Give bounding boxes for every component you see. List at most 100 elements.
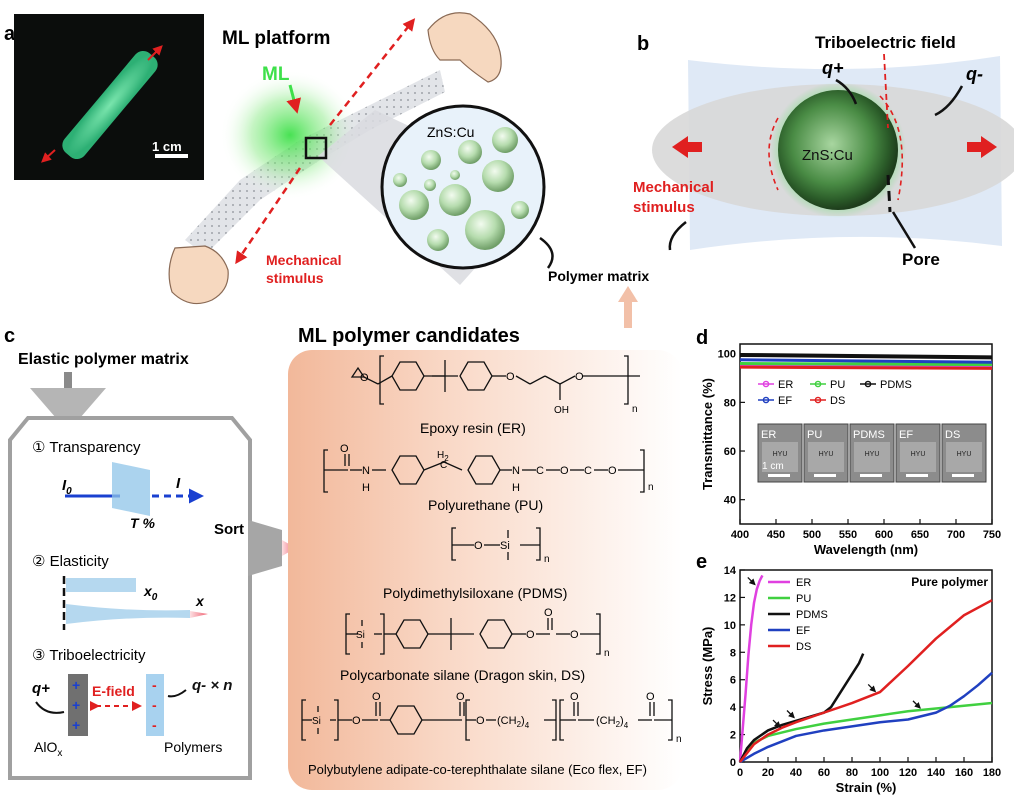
sorter-outlet: [248, 520, 282, 576]
svg-text:-: -: [152, 697, 157, 713]
stretch-arrow-up: [329, 18, 416, 126]
d-inset-text: HYU: [773, 451, 788, 458]
polymer-matrix-label: Polymer matrix: [548, 268, 649, 284]
svg-text:Si: Si: [356, 630, 365, 641]
svg-text:+: +: [72, 717, 80, 733]
triboelectricity-label: ③ Triboelectricity: [32, 647, 146, 664]
alox-plate: [68, 674, 88, 736]
svg-text:+: +: [72, 677, 80, 693]
d-inset-scale-bar: [906, 474, 928, 477]
e-x-tick-label: 100: [871, 767, 889, 779]
transparent-film: [112, 462, 150, 516]
i-label: I: [176, 475, 181, 492]
d-legend-er: ER: [778, 379, 793, 391]
d-legend-marker: [814, 380, 822, 388]
d-inset-text: HYU: [957, 451, 972, 458]
mechanical-stimulus-b-line2: stimulus: [633, 199, 695, 216]
pdms-label: Polydimethylsiloxane (PDMS): [383, 585, 567, 601]
q-plus-b: q+: [822, 58, 844, 78]
e-legend-ef: EF: [796, 625, 810, 637]
svg-text:O: O: [560, 465, 569, 477]
d-x-tick-label: 500: [803, 529, 821, 541]
ml-label: ML: [262, 64, 290, 85]
svg-text:n: n: [544, 554, 550, 565]
structure-pu: [323, 449, 645, 493]
mechanical-stimulus-a-line2: stimulus: [266, 270, 324, 286]
transparency-label: ① Transparency: [32, 439, 141, 456]
stretch-arrow-top: [147, 45, 163, 61]
d-inset-text: HYU: [865, 451, 880, 458]
panel-label-e: e: [696, 551, 707, 573]
svg-text:O: O: [456, 691, 465, 703]
e-legend-pdms: PDMS: [796, 609, 828, 621]
svg-text:H: H: [362, 482, 370, 494]
e-x-tick-label: 0: [737, 767, 743, 779]
pu-label: Polyurethane (PU): [428, 497, 543, 513]
e-break-arrow-ds: [867, 683, 877, 693]
d-plot-frame: [739, 343, 993, 525]
svg-text:n: n: [676, 734, 682, 745]
svg-text:O: O: [340, 443, 349, 455]
svg-text:O: O: [526, 629, 535, 641]
d-series-ds: [739, 365, 993, 370]
d-legend-pdms: PDMS: [880, 379, 912, 391]
d-inset-scale-bar: [952, 474, 974, 477]
q-minus-b: q-: [966, 64, 983, 84]
d-legend-marker: [762, 380, 770, 388]
e-y-axis-label: Stress (MPa): [700, 627, 715, 706]
d-inset-label: PDMS: [853, 429, 885, 441]
e-y-tick-label: 2: [730, 730, 736, 742]
d-inset-scale-bar: [814, 474, 836, 477]
candidates-title: ML polymer candidates: [298, 325, 520, 347]
e-break-arrow-pdms: [786, 710, 795, 719]
e-series-pdms: [738, 653, 865, 763]
d-inset-scale-label: 1 cm: [762, 461, 784, 472]
d-legend-marker: [762, 396, 770, 404]
svg-text:O: O: [506, 371, 515, 383]
svg-text:(CH2)4: (CH2)4: [497, 715, 530, 730]
svg-text:C: C: [584, 465, 592, 477]
e-x-tick-label: 180: [983, 767, 1001, 779]
svg-text:O: O: [570, 629, 579, 641]
panel-label-c: c: [4, 325, 15, 347]
zns-label-a: ZnS:Cu: [427, 124, 474, 140]
e-legend-pu: PU: [796, 593, 811, 605]
d-inset-scale-bar: [860, 474, 882, 477]
zns-zoom-circle: ZnS:Cu: [380, 104, 546, 270]
scale-bar-label: 1 cm: [152, 139, 182, 154]
ef-label: Polybutylene adipate-co-terephthalate si…: [308, 762, 647, 777]
mechanical-stimulus-a-line1: Mechanical: [266, 252, 341, 268]
q-minus-c: q- × n: [192, 677, 232, 694]
e-x-tick-label: 40: [790, 767, 802, 779]
d-series-ef: [739, 358, 993, 364]
panel-b-schematic: [652, 53, 1014, 250]
svg-text:O: O: [352, 715, 361, 727]
svg-text:Si: Si: [500, 540, 510, 552]
e-y-tick-label: 8: [730, 647, 736, 659]
ml-glow: [220, 70, 360, 200]
svg-text:n: n: [604, 648, 610, 659]
d-legend-ef: EF: [778, 395, 792, 407]
polymers-label: Polymers: [164, 739, 222, 755]
d-y-tick-label: 80: [724, 397, 736, 409]
d-legend-pu: PU: [830, 379, 845, 391]
e-x-tick-label: 160: [955, 767, 973, 779]
film-unstretched: [66, 578, 136, 592]
e-y-tick-label: 4: [730, 702, 737, 714]
svg-text:O: O: [575, 371, 584, 383]
svg-text:H: H: [512, 482, 520, 494]
svg-text:n: n: [632, 404, 638, 415]
i0-label: I0: [62, 477, 72, 497]
mechanical-stimulus-b-line1: Mechanical: [633, 179, 714, 196]
e-series-er: [738, 574, 764, 763]
polymer-plate: [146, 674, 164, 736]
d-inset-sample: [900, 442, 936, 472]
hand-bottom-icon: [168, 245, 229, 305]
d-series-pdms: [739, 352, 993, 360]
svg-text:O: O: [646, 691, 655, 703]
e-x-tick-label: 140: [927, 767, 945, 779]
x-label: x: [195, 593, 205, 609]
